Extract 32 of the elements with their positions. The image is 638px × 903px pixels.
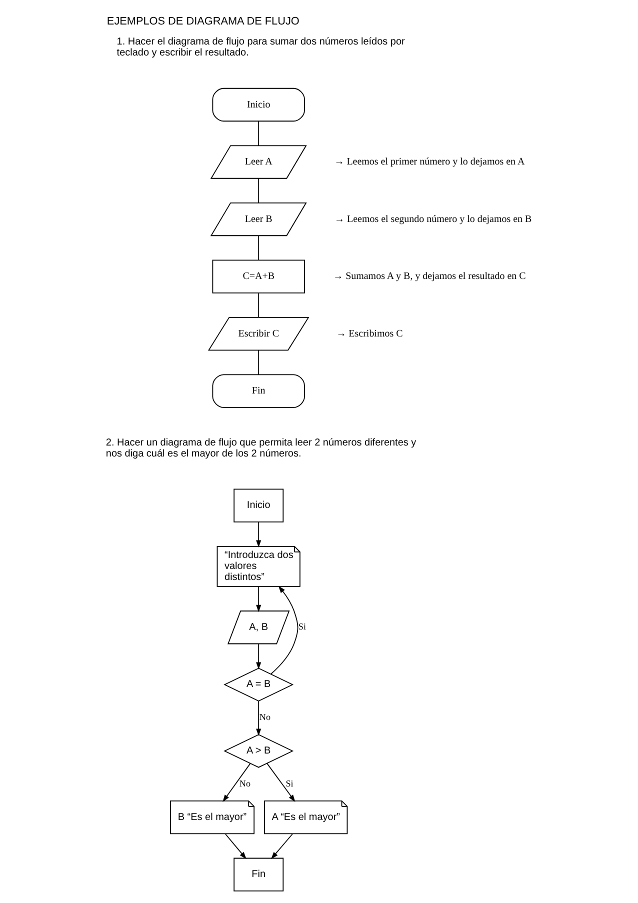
node-label: → Leemos el primer número y lo dejamos en A (334, 156, 524, 168)
edge-label: No (258, 712, 270, 722)
connector (258, 235, 259, 260)
diagram-title: EJEMPLOS DE DIAGRAMA DE FLUJO (106, 15, 299, 28)
arrow (256, 586, 261, 612)
node-box: C=A+B (212, 260, 304, 294)
edge-label: Si (285, 778, 293, 788)
node-diamond: A > B (223, 734, 294, 768)
arrow (224, 834, 246, 860)
connector (258, 292, 259, 318)
label: 1. Hacer el diagrama de flujo para sumar dos números leídos por teclado y escribir el resultado. (116, 36, 404, 58)
connector (258, 178, 259, 204)
node-box: Inicio (212, 88, 304, 122)
arrow (256, 700, 261, 736)
node-label: → Leemos el segundo número y lo dejamos en B (334, 214, 532, 225)
node-box: Fin (233, 858, 284, 892)
arrow (270, 586, 298, 674)
arrow (270, 834, 292, 860)
arrow (256, 644, 261, 670)
node-diamond: A = B (223, 668, 294, 702)
arrow (266, 762, 295, 802)
arrow (222, 762, 250, 802)
node-box: Fin (212, 374, 304, 408)
node-label: → Sumamos A y B, y dejamos el resultado en C (332, 271, 526, 282)
arrow (256, 522, 261, 548)
label: 2. Hacer un diagrama de flujo que permita leer 2 números diferentes y nos diga cuál es el mayor de los 2 números. (105, 437, 416, 460)
edge-label: No (238, 778, 250, 788)
edge-label: Si (298, 622, 306, 632)
node-box: Inicio (233, 488, 284, 522)
connector (258, 120, 259, 146)
node-label: → Escribimos C (336, 328, 402, 340)
connector (258, 350, 259, 376)
